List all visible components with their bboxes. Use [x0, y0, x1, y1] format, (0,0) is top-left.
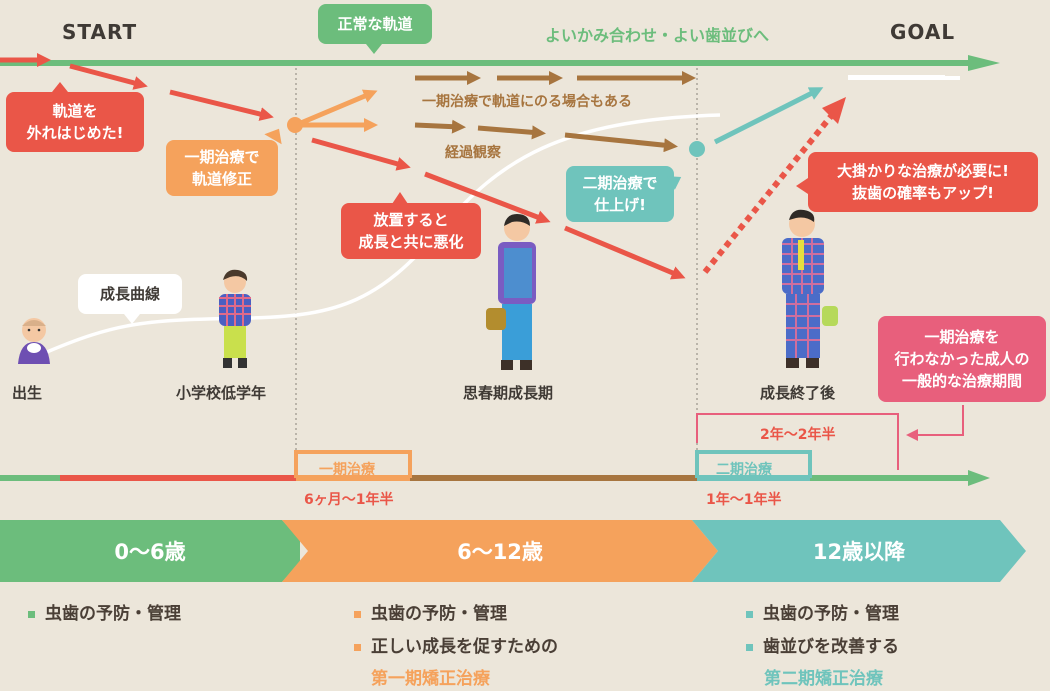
observe-label: 経過観察: [445, 142, 501, 162]
band2-item-0: 虫歯の予防・管理: [746, 599, 899, 624]
phase1-label: 一期治療: [319, 459, 375, 479]
phase1-correct-bubble: 一期治療で軌道修正: [166, 140, 278, 196]
goal-label: GOAL: [890, 20, 955, 44]
normal-path-bubble: 正常な軌道: [318, 4, 432, 44]
adult-period-bubble: 一期治療を行わなかった成人の一般的な治療期間: [878, 316, 1046, 402]
stage-birth: 出生: [12, 382, 42, 403]
age-band-0: 0〜6歳: [0, 520, 300, 582]
band2-item-1: 歯並びを改善する: [746, 632, 899, 657]
phase1-node: [287, 117, 303, 133]
age-band-1: 6〜12歳: [282, 520, 718, 582]
phase2-node: [689, 141, 705, 157]
phase2-finish-bubble: 二期治療で仕上げ!: [566, 166, 674, 222]
major-treatment-bubble: 大掛かりな治療が必要に!抜歯の確率もアップ!: [808, 152, 1038, 212]
adult-illustration: [774, 208, 840, 372]
good-bite-label: よいかみ合わせ・よい歯並びへ: [545, 22, 769, 46]
teen-illustration: [486, 212, 548, 372]
band2-highlight: 第二期矯正治療: [764, 664, 883, 689]
stage-elementary: 小学校低学年: [176, 382, 266, 403]
phase2-label: 二期治療: [716, 459, 772, 479]
baby-illustration: [12, 314, 56, 372]
start-label: START: [62, 20, 137, 44]
band1-item-1: 正しい成長を促すための: [354, 632, 558, 657]
neglect-bubble: 放置すると成長と共に悪化: [341, 203, 481, 259]
age-band-2: 12歳以降: [692, 520, 1026, 582]
stage-puberty: 思春期成長期: [463, 382, 553, 403]
stage-adult: 成長終了後: [760, 382, 835, 403]
phase1-duration: 6ヶ月〜1年半: [304, 489, 393, 509]
adult-duration: 2年〜2年半: [760, 424, 835, 444]
band0-item-0: 虫歯の予防・管理: [28, 599, 181, 624]
growth-curve-bubble: 成長曲線: [78, 274, 182, 314]
band1-item-0: 虫歯の予防・管理: [354, 599, 507, 624]
child-illustration: [210, 268, 260, 372]
on-track-label: 一期治療で軌道にのる場合もある: [422, 91, 632, 111]
off-track-bubble: 軌道を外れはじめた!: [6, 92, 144, 152]
phase2-duration: 1年〜1年半: [706, 489, 781, 509]
band1-highlight: 第一期矯正治療: [371, 664, 490, 689]
